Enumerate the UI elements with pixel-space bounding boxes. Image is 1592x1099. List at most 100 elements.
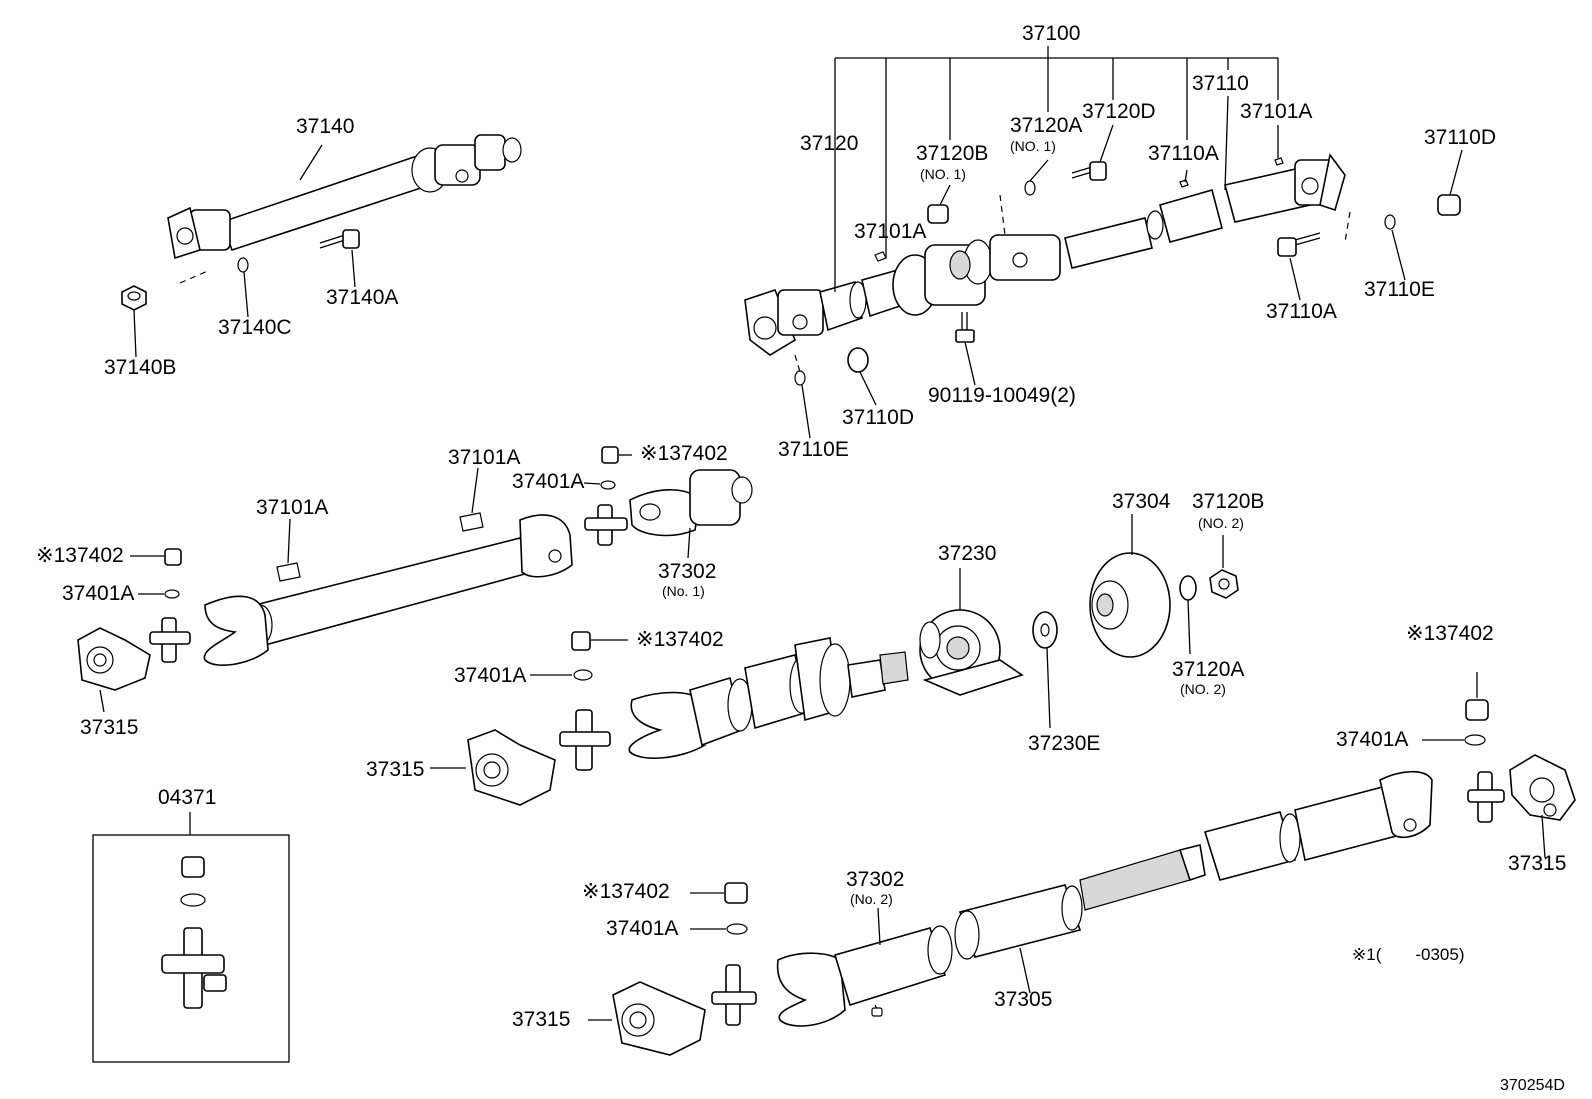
label-37402-e: ※137402 — [582, 880, 670, 903]
snap-ring-37401a-a — [600, 480, 616, 490]
propeller-shaft-assembly-37100 — [744, 153, 1346, 356]
bearing-cap-37402-a — [601, 446, 619, 464]
propeller-shaft-rear — [1079, 770, 1433, 911]
bearing-cap-37402-d — [1465, 699, 1489, 721]
label-37315-b: 37315 — [366, 758, 424, 781]
snap-ring-37401a-b — [164, 589, 180, 599]
label-37402-b: ※137402 — [36, 544, 124, 567]
snap-ring-37401a-d — [1464, 734, 1486, 746]
bearing-cap-37402-c — [571, 631, 591, 651]
leader-37140c — [243, 271, 249, 318]
yoke-37302-no1 — [629, 469, 753, 537]
label-37120: 37120 — [800, 132, 858, 155]
label-37120a-no2-note: (NO. 2) — [1180, 681, 1226, 697]
label-37401a-e: 37401A — [606, 917, 678, 940]
label-37120b-no2-note: (NO. 2) — [1198, 515, 1244, 531]
leader-37120b-no1 — [939, 184, 951, 206]
dust-boot-37305 — [954, 884, 1083, 960]
bolt-37120d — [1071, 161, 1107, 181]
bolt-37110a-right — [1277, 232, 1321, 257]
label-37140: 37140 — [296, 115, 354, 138]
label-37101a-shaft2: 37101A — [448, 446, 520, 469]
label-37120a-no1: 37120A — [1010, 114, 1082, 137]
leader-37315-a — [99, 689, 105, 713]
bracket-37100 — [834, 46, 1279, 292]
label-37401a-b: 37401A — [62, 582, 134, 605]
leader-37120a-no2 — [1187, 599, 1191, 655]
nut-37120b-no2 — [1209, 569, 1239, 599]
label-37100: 37100 — [1022, 22, 1080, 45]
label-sticker-37101a — [874, 251, 887, 262]
leader-37110e-left — [801, 384, 811, 439]
bolt-90119-10049 — [955, 312, 975, 343]
leader-37101a-shaft2 — [471, 467, 479, 514]
washer-37120a-no1 — [1024, 180, 1036, 196]
part-labels: 37100 37140 37140A 37140C 37140B 37120 3… — [36, 22, 1566, 1094]
leader-37302-no2 — [877, 907, 881, 946]
label-37110d-right: 37110D — [1424, 126, 1496, 149]
assembly-dash-line — [999, 194, 1006, 236]
label-37110a-right: 37110A — [1266, 300, 1337, 323]
leader-37110d-right — [1449, 149, 1463, 196]
label-37315-d: 37315 — [512, 1008, 570, 1031]
label-sticker-37101a-top — [1274, 157, 1284, 166]
label-37302-no1-note: (No. 1) — [662, 583, 705, 599]
leader-37101a-shaft1 — [287, 518, 291, 564]
leader-37110a-right — [1289, 257, 1301, 301]
flange-yoke-37315-c — [1509, 754, 1576, 821]
flange-yoke-37315-a — [77, 627, 151, 691]
label-37120d: 37120D — [1082, 100, 1156, 123]
washer-37230e — [1032, 611, 1058, 649]
spider-cross-a — [584, 504, 628, 546]
leader-37120a-no1 — [1029, 159, 1049, 182]
assembly-dash-line — [794, 354, 801, 373]
label-37110a-top: 37110A — [1148, 142, 1219, 165]
leader-37110d-left — [859, 371, 877, 406]
label-37120b-no2: 37120B — [1192, 490, 1264, 513]
footnote: ※1( -0305) — [1352, 945, 1465, 964]
leader-37230e — [1046, 647, 1051, 729]
flange-yoke-37315-d — [612, 981, 706, 1056]
label-37120a-no1-note: (NO. 1) — [1010, 138, 1056, 154]
label-37110: 37110 — [1192, 72, 1249, 95]
bolt-37140a — [319, 229, 360, 249]
leader-37110 — [1224, 95, 1229, 191]
propeller-shaft-long — [203, 514, 573, 666]
label-37140c: 37140C — [218, 316, 292, 339]
washer-37110e-left — [794, 370, 806, 386]
label-37110e-left: 37110E — [778, 438, 849, 461]
label-37402-c: ※137402 — [636, 628, 724, 651]
label-37305: 37305 — [994, 988, 1052, 1011]
spider-cross-c — [559, 709, 611, 771]
leader-37120d — [1099, 124, 1114, 163]
label-37101a-shaft1: 37101A — [256, 496, 328, 519]
leader-37110e-right — [1391, 229, 1406, 281]
nut-37110d-left — [847, 347, 869, 373]
label-37315-a: 37315 — [80, 716, 138, 739]
washer-37110e-right — [1384, 214, 1396, 230]
leader-37401a-a — [583, 482, 601, 485]
nut-37110d-right — [1437, 194, 1461, 216]
leader-37305 — [1019, 947, 1031, 994]
spider-cross-d — [1467, 771, 1505, 823]
label-90119-10049: 90119-10049(2) — [928, 384, 1076, 407]
label-37120b-no1-note: (NO. 1) — [920, 166, 966, 182]
label-sticker-37101a-shaft2 — [459, 512, 484, 532]
label-37402-a: ※137402 — [640, 442, 728, 465]
leader-37140b — [133, 309, 137, 358]
assembly-dash-line — [1344, 211, 1351, 243]
propeller-shaft-center — [628, 637, 909, 759]
label-37315-c: 37315 — [1508, 852, 1566, 875]
leader-37302-no1 — [687, 527, 691, 559]
label-37120a-no2: 37120A — [1172, 658, 1244, 681]
label-37302-no2: 37302 — [846, 868, 904, 891]
label-37140a: 37140A — [326, 286, 398, 309]
bearing-cap-37402-e — [724, 882, 748, 904]
label-37401a-a: 37401A — [512, 470, 584, 493]
snap-ring-37401a-c — [573, 669, 593, 681]
propeller-shaft-37140 — [167, 134, 522, 260]
leader-37315-c — [1541, 814, 1546, 859]
leader-37140 — [299, 144, 323, 181]
